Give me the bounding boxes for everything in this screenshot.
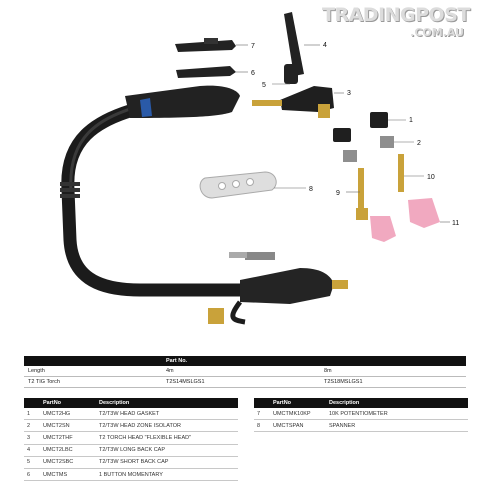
- table-cell: 4: [24, 444, 40, 457]
- callout-4: 4: [323, 42, 327, 49]
- table-cell: UMCT2LBC: [40, 444, 96, 457]
- callout-3: 3: [347, 90, 351, 97]
- parts-header-cell: Description: [96, 398, 238, 408]
- parts-header-cell: [24, 398, 40, 408]
- spec-cell: T2S14MSLGS1: [162, 376, 320, 388]
- table-cell: UMCTMK10KP: [270, 408, 326, 421]
- callout-9: 9: [336, 190, 340, 197]
- collet-1: [358, 168, 364, 208]
- handle-accent: [140, 98, 152, 117]
- isolator-1: [343, 150, 357, 162]
- parts-header-cell: [254, 398, 270, 408]
- table-cell: 1: [24, 408, 40, 421]
- table-cell: T2/T3W LONG BACK CAP: [96, 444, 238, 457]
- connector-tip: [332, 280, 348, 289]
- gasket-2: [370, 112, 388, 128]
- callout-7: 7: [251, 43, 255, 50]
- cable-ring: [60, 188, 80, 192]
- gas-connector-end: [229, 252, 247, 258]
- spec-cell: T2 TIG Torch: [24, 376, 162, 388]
- spec-cell: 4m: [162, 366, 320, 377]
- table-cell: 6: [24, 468, 40, 481]
- exploded-torch-diagram: 1 2 3 4 5 6 7 8 9 10 11: [60, 12, 459, 325]
- table-cell: UMCT2SBC: [40, 456, 96, 469]
- table-cell: UMCTSPAN: [270, 419, 326, 433]
- long-back-cap: [284, 12, 304, 76]
- table-cell: 7: [254, 408, 270, 421]
- parts-table-header: PartNo Description: [24, 398, 238, 408]
- parts-header-cell: PartNo: [40, 398, 96, 408]
- table-cell: 8: [254, 419, 270, 433]
- spec-table: Part No. Length 4m 8m T2 TIG Torch T2S14…: [24, 356, 466, 388]
- table-cell: 10K POTENTIOMETER: [326, 408, 468, 421]
- torch-handle: [125, 85, 240, 118]
- table-cell: 5: [24, 456, 40, 469]
- short-back-cap: [284, 64, 298, 84]
- potentiometer-switch: [175, 40, 236, 52]
- table-cell: UMCTMS: [40, 468, 96, 481]
- table-cell: 3: [24, 431, 40, 445]
- table-cell: UMCT2THF: [40, 431, 96, 445]
- table-cell: T2/T3W SHORT BACK CAP: [96, 456, 238, 469]
- control-plug: [208, 308, 224, 324]
- callout-11: 11: [452, 220, 459, 227]
- collet-2: [398, 154, 404, 192]
- parts-header-cell: Description: [326, 398, 468, 408]
- spec-header-cell: [24, 356, 162, 366]
- callout-5: 5: [262, 82, 266, 89]
- parts-table-header: PartNo Description: [254, 398, 468, 408]
- callout-10: 10: [427, 174, 435, 181]
- table-cell: UMCT2SN: [40, 419, 96, 433]
- gasket-1: [333, 128, 351, 142]
- tradingpost-logo: TRADINGPOST .COM.AU: [322, 4, 472, 44]
- table-cell: T2/T3W HEAD GASKET: [96, 408, 238, 421]
- spec-table-row: T2 TIG Torch T2S14MSLGS1 T2S18MSLGS1: [24, 376, 466, 388]
- logo-domain: .COM.AU: [410, 26, 464, 39]
- power-connector: [240, 268, 334, 304]
- callout-6: 6: [251, 70, 255, 77]
- spec-cell: T2S18MSLGS1: [320, 376, 466, 388]
- cable-ring: [60, 194, 80, 198]
- cable-ring: [60, 182, 80, 186]
- ceramic-cup-1: [370, 216, 396, 242]
- callout-2: 2: [417, 140, 421, 147]
- torch-head-thread: [318, 104, 330, 118]
- table-cell: SPANNER: [326, 419, 468, 433]
- table-cell: T2/T3W HEAD ZONE ISOLATOR: [96, 419, 238, 433]
- logo-brand: TRADINGPOST: [322, 4, 470, 26]
- gas-connector: [245, 252, 275, 260]
- table-cell: T2 TORCH HEAD "FLEXIBLE HEAD": [96, 431, 238, 445]
- torch-cable: [61, 101, 247, 297]
- spec-header-cell: Part No.: [166, 358, 188, 364]
- momentary-switch: [176, 66, 236, 78]
- isolator-2: [380, 136, 394, 148]
- table-cell: UMCT2HG: [40, 408, 96, 421]
- table-cell: 1 BUTTON MOMENTARY: [96, 468, 238, 481]
- spec-cell: Length: [24, 366, 162, 377]
- spec-header-cell: [320, 356, 466, 366]
- callout-1: 1: [409, 117, 413, 124]
- spec-table-header: Part No.: [24, 356, 466, 366]
- ceramic-cup-2: [408, 198, 440, 228]
- parts-header-cell: PartNo: [270, 398, 326, 408]
- spec-table-row: Length 4m 8m: [24, 366, 466, 377]
- spec-cell: 8m: [320, 366, 466, 377]
- control-lead: [230, 300, 246, 325]
- callout-8: 8: [309, 186, 313, 193]
- cable-highlight: [69, 104, 141, 191]
- table-cell: 2: [24, 419, 40, 433]
- collet-body-1: [356, 208, 368, 220]
